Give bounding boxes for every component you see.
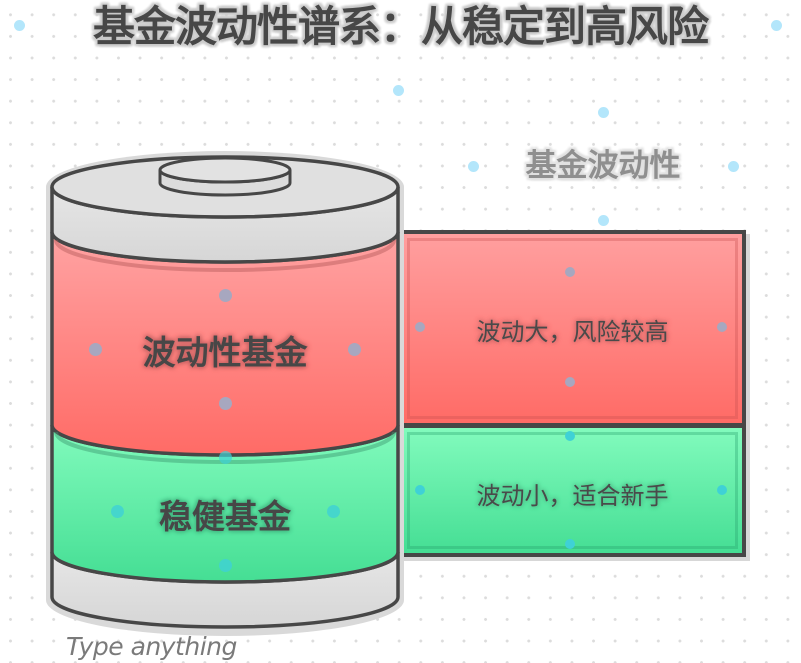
selection-handle[interactable]: [111, 505, 124, 518]
selection-handle[interactable]: [219, 559, 232, 572]
text-input-placeholder[interactable]: Type anything: [66, 632, 237, 661]
volatile-fund-label[interactable]: 波动性基金: [142, 333, 308, 372]
selection-handle[interactable]: [415, 485, 425, 495]
low-volatility-text[interactable]: 波动小，适合新手: [476, 482, 669, 510]
selection-handle[interactable]: [89, 343, 102, 356]
selection-handle[interactable]: [219, 451, 232, 464]
selection-handle[interactable]: [219, 289, 232, 302]
selection-handle[interactable]: [14, 20, 25, 31]
subtitle-label[interactable]: 基金波动性: [525, 148, 681, 184]
selection-handle[interactable]: [219, 397, 232, 410]
box-inner-border: [407, 238, 738, 419]
selection-handle[interactable]: [565, 377, 575, 387]
selection-handle[interactable]: [598, 215, 609, 226]
selection-handle[interactable]: [327, 505, 340, 518]
high-volatility-text[interactable]: 波动大，风险较高: [476, 318, 669, 346]
selection-handle[interactable]: [728, 161, 739, 172]
selection-handle[interactable]: [771, 20, 782, 31]
selection-handle[interactable]: [717, 322, 727, 332]
selection-handle[interactable]: [717, 485, 727, 495]
stable-fund-label[interactable]: 稳健基金: [159, 497, 291, 536]
selection-handle[interactable]: [415, 322, 425, 332]
selection-handle[interactable]: [565, 539, 575, 549]
selection-handle[interactable]: [598, 107, 609, 118]
diagram-title[interactable]: 基金波动性谱系：从稳定到高风险: [92, 2, 709, 51]
selection-handle[interactable]: [468, 161, 479, 172]
selection-handle[interactable]: [565, 431, 575, 441]
selection-handle[interactable]: [565, 267, 575, 277]
selection-handle[interactable]: [393, 85, 404, 96]
selection-handle[interactable]: [348, 343, 361, 356]
